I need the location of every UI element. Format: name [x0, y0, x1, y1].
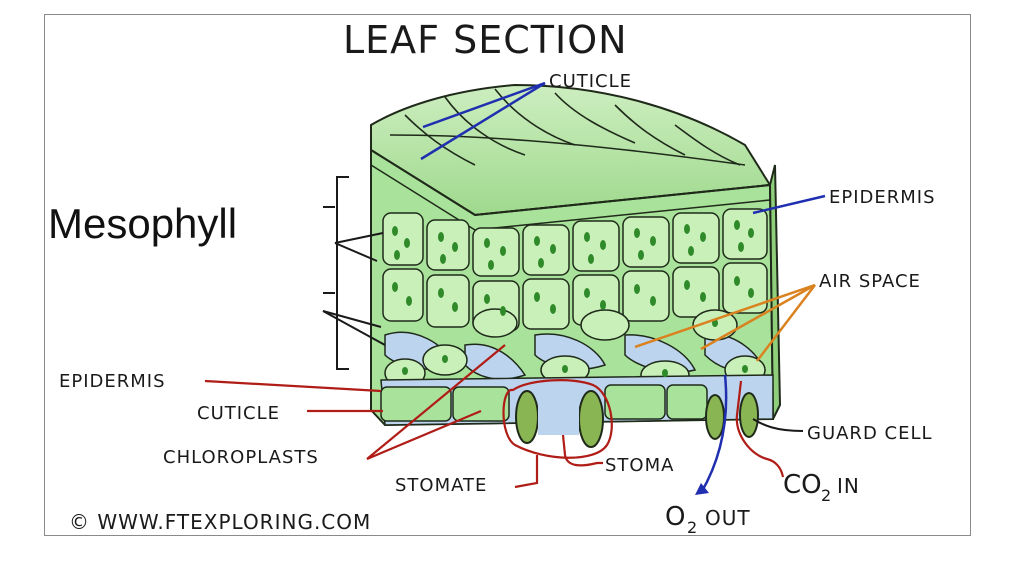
svg-text:IN: IN — [837, 474, 860, 498]
label-stomate: STOMATE — [395, 475, 487, 496]
guard-cell — [705, 394, 725, 440]
svg-text:2: 2 — [687, 518, 697, 537]
leaf-block — [370, 83, 782, 448]
chloroplasts — [392, 220, 754, 377]
label-epidermis-left: EPIDERMIS — [59, 371, 166, 392]
label-cuticle-left: CUTICLE — [197, 403, 280, 424]
svg-text:CO: CO — [783, 470, 822, 500]
upper-epidermis-row — [370, 149, 771, 217]
blue-leader-lines — [420, 81, 826, 215]
mesophyll-label: Mesophyll — [46, 196, 244, 252]
guard-cell — [739, 392, 759, 438]
label-air-space: AIR SPACE — [819, 271, 921, 292]
svg-text:2: 2 — [821, 486, 831, 505]
guard-cells — [515, 390, 759, 448]
orange-leader-lines — [634, 283, 816, 362]
svg-text:OUT: OUT — [705, 506, 751, 530]
lower-epidermis-cells — [380, 384, 708, 422]
label-epidermis-right: EPIDERMIS — [829, 187, 936, 208]
diagram-frame: LEAF SECTION — [44, 14, 971, 537]
diagram-title: LEAF SECTION — [343, 18, 628, 62]
copyright-text: © WWW.FTEXPLORING.COM — [69, 510, 371, 534]
guard-cell — [515, 390, 539, 444]
guard-cell-leader — [752, 418, 804, 432]
stoma-opening — [538, 403, 579, 435]
guard-cell — [578, 390, 604, 448]
red-leader-lines — [204, 344, 785, 489]
stomate-loop — [502, 379, 613, 459]
leaf-section-diagram: LEAF SECTION — [59, 18, 936, 537]
label-co2-in: CO 2 IN — [783, 470, 860, 505]
label-stoma: STOMA — [605, 455, 674, 476]
svg-text:O: O — [665, 502, 685, 532]
top-cells — [389, 88, 746, 166]
label-o2-out: O 2 OUT — [665, 502, 751, 537]
o2-arrow — [699, 374, 728, 494]
label-guard-cell: GUARD CELL — [807, 423, 933, 444]
label-cuticle-top: CUTICLE — [549, 71, 632, 92]
leaf-top-surface — [370, 83, 772, 217]
mesophyll-bracket — [322, 176, 386, 370]
o2-arrowhead — [695, 483, 709, 495]
label-chloroplasts: CHLOROPLASTS — [163, 447, 319, 468]
